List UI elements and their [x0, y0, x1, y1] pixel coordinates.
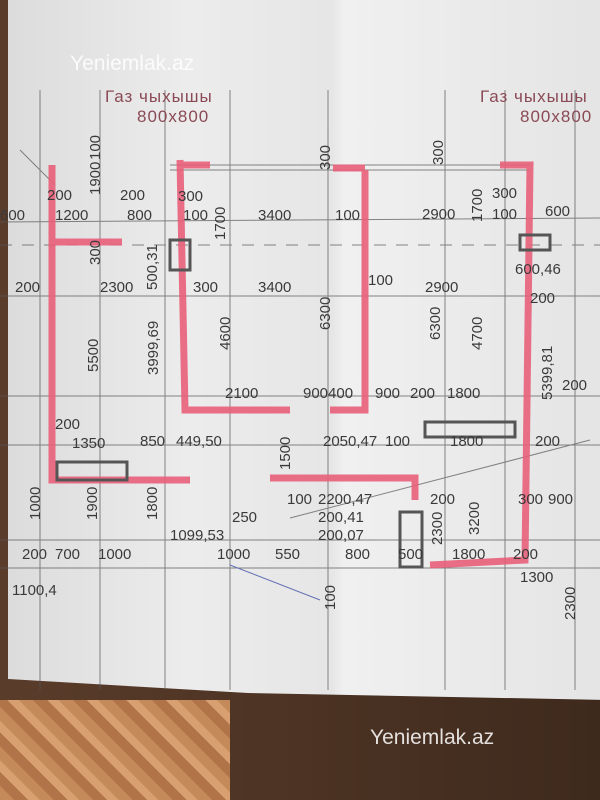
- dimension-label: 200: [47, 187, 73, 204]
- dimension-label: 200: [535, 433, 561, 450]
- dimension-label: 200: [430, 491, 456, 508]
- dimension-label: 1350: [72, 435, 106, 452]
- dimension-label: 900: [548, 491, 574, 508]
- dimension-label: 800: [127, 207, 153, 224]
- dimension-label: 800: [345, 546, 371, 563]
- header-title: Газ чыхышы: [105, 87, 213, 106]
- dimension-label: 200: [562, 377, 588, 394]
- dimension-label: 200: [15, 279, 41, 296]
- dimension-label: 550: [275, 546, 301, 563]
- dimension-label: 200: [55, 416, 81, 433]
- dimension-label: 200,41: [318, 509, 364, 526]
- dimension-label: 6300: [317, 296, 334, 330]
- dimension-label: 200: [410, 385, 436, 402]
- dimension-label: 600,46: [515, 261, 561, 278]
- dimension-label: 1900: [84, 486, 101, 520]
- dimension-label: 1900: [87, 161, 104, 195]
- dimension-label: 600: [0, 207, 26, 224]
- dimension-label: 2200,47: [318, 491, 373, 508]
- dimension-label: 1000: [98, 546, 132, 563]
- dimension-label: 449,50: [176, 433, 222, 450]
- dimension-label: 900400: [303, 385, 354, 402]
- dimension-label: 1500: [277, 436, 294, 470]
- dimension-label: 300: [317, 144, 334, 170]
- dimension-label: 4600: [217, 316, 234, 350]
- dimension-label: 300: [518, 491, 544, 508]
- dimension-label: 100: [287, 491, 313, 508]
- dimension-label: 850: [140, 433, 166, 450]
- dimension-label: 1800: [450, 433, 484, 450]
- dimension-label: 100: [322, 584, 339, 610]
- dimension-label: 3400: [258, 207, 292, 224]
- dimension-label: 100: [335, 207, 361, 224]
- header-size: 800x800: [520, 107, 593, 126]
- dimension-label: 2300: [562, 586, 579, 620]
- dimension-label: 300: [492, 185, 518, 202]
- dimension-label: 100: [492, 206, 518, 223]
- header-title: Газ чыхышы: [480, 87, 588, 106]
- dimension-label: 250: [232, 509, 258, 526]
- dimension-label: 1300: [520, 569, 554, 586]
- dimension-label: 2900: [422, 206, 456, 223]
- dimension-label: 100: [368, 272, 394, 289]
- dimension-label: 100: [385, 433, 411, 450]
- carpet: [0, 700, 230, 800]
- dimension-label: 2300: [100, 279, 134, 296]
- dimension-label: 3400: [258, 279, 292, 296]
- dimension-label: 500,31: [144, 244, 161, 290]
- dimension-label: 1200: [55, 207, 89, 224]
- dimension-label: 3999,69: [145, 320, 162, 375]
- dimension-label: 200,07: [318, 527, 364, 544]
- dimension-label: 2100: [225, 385, 259, 402]
- dimension-label: 1700: [212, 206, 229, 240]
- dimension-label: 2900: [425, 279, 459, 296]
- dimension-label: 1800: [447, 385, 481, 402]
- dimension-label: 1100,4: [12, 582, 57, 599]
- dimension-label: 3200: [466, 501, 483, 535]
- dimension-label: 5399,81: [539, 345, 556, 400]
- dimension-label: 200: [22, 546, 48, 563]
- dimension-label: 300: [193, 279, 219, 296]
- watermark-bottom: Yeniemlak.az: [370, 726, 495, 749]
- dimension-label: 200: [530, 290, 556, 307]
- dimension-label: 1099,53: [170, 527, 225, 544]
- dimension-label: 700: [55, 546, 81, 563]
- dimension-label: 1800: [452, 546, 486, 563]
- dimension-label: 2050,47: [323, 433, 378, 450]
- dimension-label: 1800: [144, 486, 161, 520]
- watermark-top: Yeniemlak.az: [70, 52, 195, 75]
- header-size: 800x800: [137, 107, 210, 126]
- dimension-label: 1000: [217, 546, 251, 563]
- dimension-label: 300: [87, 239, 104, 265]
- dimension-label: 600: [545, 203, 571, 220]
- dimension-label: 5500: [85, 338, 102, 372]
- dimension-label: 1700: [469, 188, 486, 222]
- dimension-label: 200: [120, 187, 146, 204]
- dimension-label: 100: [87, 134, 104, 160]
- dimension-label: 500: [398, 546, 424, 563]
- dimension-label: 300: [430, 139, 447, 165]
- dimension-label: 200: [513, 546, 539, 563]
- dimension-label: 6300: [427, 306, 444, 340]
- dimension-label: 2300: [429, 511, 446, 545]
- dimension-label: 300: [178, 188, 204, 205]
- dimension-label: 4700: [469, 316, 486, 350]
- dimension-label: 100: [183, 207, 209, 224]
- dimension-label: 1000: [27, 486, 44, 520]
- floor-plan-paper: [8, 0, 600, 700]
- dimension-label: 900: [375, 385, 401, 402]
